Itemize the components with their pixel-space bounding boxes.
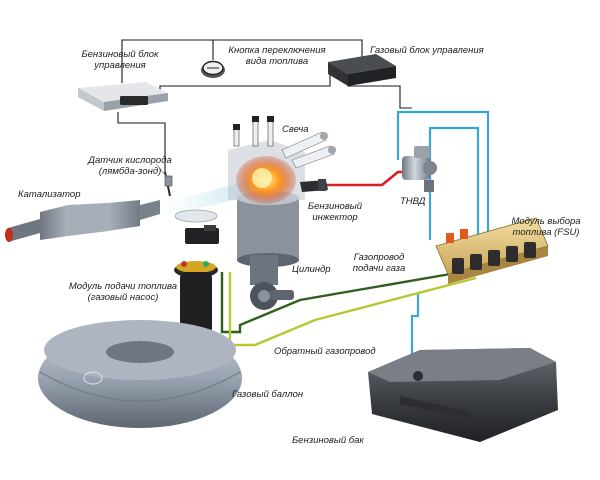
gas-tank	[38, 320, 242, 428]
petrol-tank	[368, 348, 558, 442]
petrol-injector	[300, 179, 328, 192]
hpfp-pump	[402, 146, 437, 192]
catalytic-converter	[5, 200, 160, 242]
fuel-switch-button	[201, 60, 225, 78]
high-pressure-line	[322, 170, 412, 187]
label-hpfp: ТНВД	[400, 196, 426, 207]
intake-parts	[174, 209, 219, 244]
exhaust-flow	[140, 180, 250, 222]
label-petrol-tank: Бензиновый бак	[292, 435, 364, 446]
label-return-line: Обратный газопровод	[274, 346, 376, 357]
valve-train	[281, 131, 336, 169]
label-oxygen-sensor: Датчик кислорода(лямбда-зонд)	[88, 155, 172, 177]
o2-pointer	[155, 163, 167, 177]
label-spark-plug: Свеча	[282, 124, 309, 135]
gas-ecu	[328, 54, 396, 86]
spark-plug	[233, 116, 274, 147]
label-cylinder: Цилиндр	[292, 264, 331, 275]
label-gas-pump-module: Модуль подачи топлива(газовый насос)	[68, 281, 178, 303]
engine-cylinder	[237, 191, 299, 310]
petrol-ecu	[78, 82, 168, 111]
gas-supply-line	[220, 270, 463, 334]
gas-pump-module	[174, 261, 218, 339]
fsu-module	[435, 217, 549, 284]
label-gas-ecu: Газовый блок управления	[370, 45, 484, 56]
gas-return-line	[228, 272, 477, 347]
label-gas-tank: Газовый баллон	[232, 389, 304, 400]
label-catalyst: Катализатор	[18, 189, 81, 200]
